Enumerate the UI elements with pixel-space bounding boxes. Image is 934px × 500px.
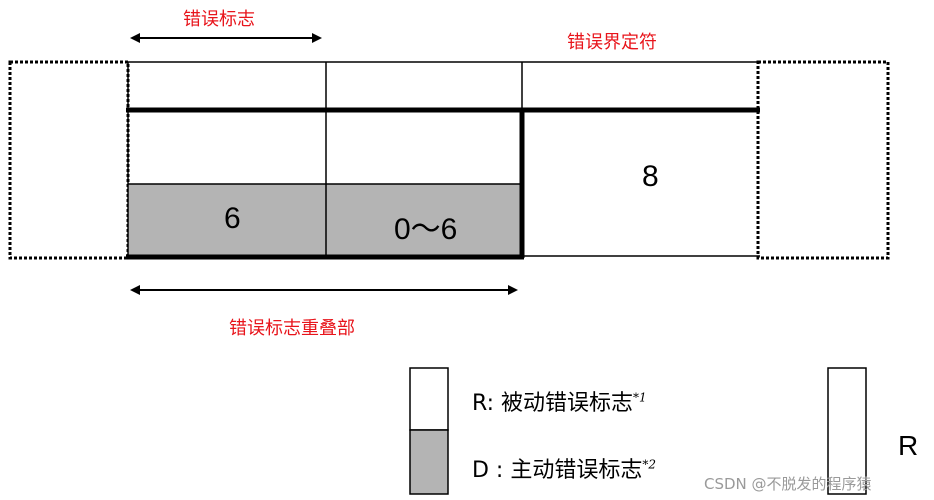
legend-active-text: D : 主动错误标志 xyxy=(472,458,643,483)
error-flag-label: 错误标志 xyxy=(183,9,255,30)
legend-passive-box xyxy=(409,367,449,431)
legend-active-footnote: *2 xyxy=(642,457,656,472)
legend-passive-text: R: 被动错误标志 xyxy=(472,391,634,416)
legend-active-box xyxy=(409,429,449,495)
error-delimiter-label: 错误界定符 xyxy=(567,32,657,53)
left-dotted-frame xyxy=(8,60,130,260)
legend-r-box xyxy=(827,367,867,495)
overlap-value: 0～6 xyxy=(394,213,458,246)
overlap-cell xyxy=(326,184,522,256)
right-dotted-frame xyxy=(756,60,890,260)
csdn-watermark: CSDN @不脱发的程序猿 xyxy=(704,475,872,493)
legend-passive-footnote: *1 xyxy=(633,390,647,405)
delimiter-value: 8 xyxy=(642,160,659,193)
legend-passive-label: R: 被动错误标志*1 xyxy=(472,385,647,417)
error-flag-overlap-label: 错误标志重叠部 xyxy=(229,318,355,339)
active-flag-value: 6 xyxy=(224,202,241,235)
active-flag-cell xyxy=(128,184,326,256)
legend-r-label: R xyxy=(898,430,919,461)
legend-active-label: D : 主动错误标志*2 xyxy=(472,452,656,484)
